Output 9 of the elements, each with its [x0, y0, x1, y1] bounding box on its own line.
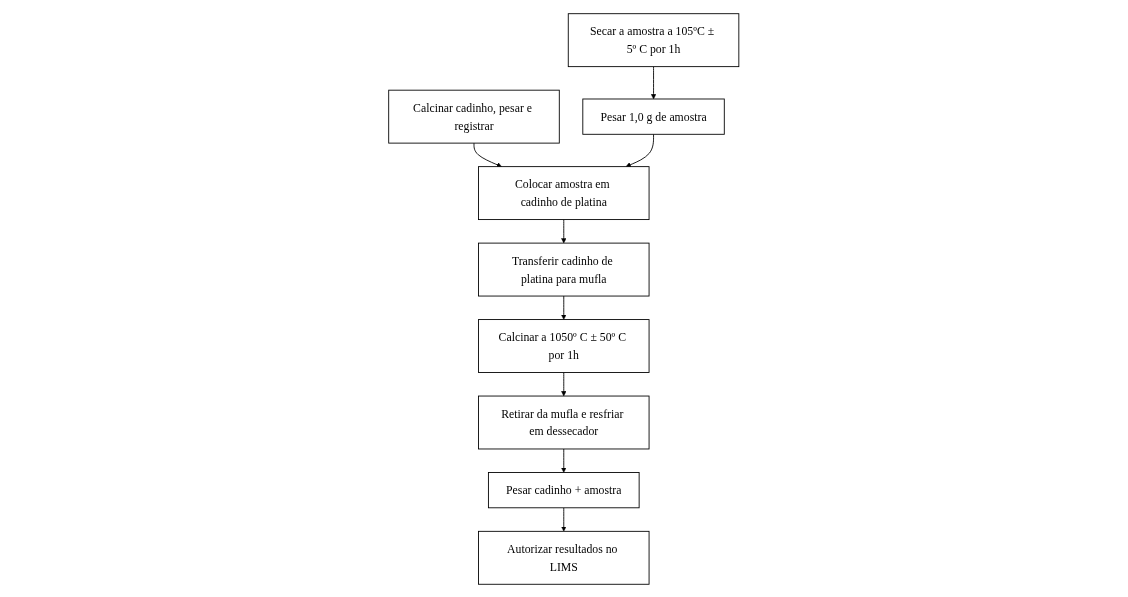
node-box: Transferir cadinho de platina para mufla	[478, 242, 650, 296]
node-box: Calcinar cadinho, pesar e registrar	[388, 89, 560, 144]
node-box: Pesar 1,0 g de amostra	[582, 98, 725, 135]
node-box: Secar a amostra a 105ºC ± 5º C por 1h	[568, 12, 740, 67]
node-box: Pesar cadinho + amostra	[488, 471, 640, 508]
node-box: Autorizar resultados no LIMS	[478, 530, 650, 585]
node-box: Colocar amostra em cadinho de platina	[478, 165, 650, 220]
node-box: Calcinar a 1050º C ± 50º C por 1h	[478, 318, 650, 373]
node-box: Retirar da mufla e resfriar em dessecador	[478, 395, 650, 449]
